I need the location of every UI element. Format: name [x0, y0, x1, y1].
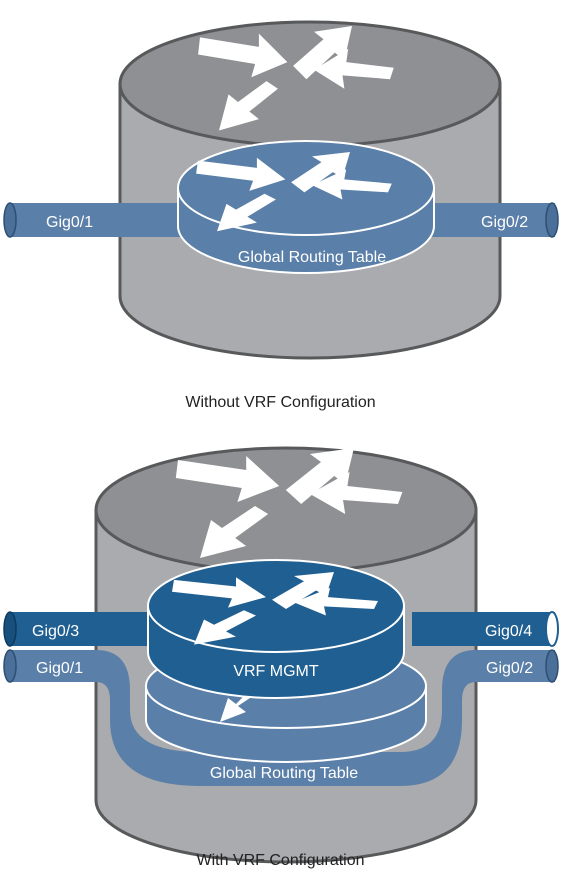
global-routing-table: Global Routing Table: [177, 140, 435, 274]
interface-label: Gig0/1: [36, 660, 83, 677]
router-without-vrf: Gig0/1 Gig0/2 Global Routing Table: [3, 20, 559, 360]
interface-gig0-4[interactable]: Gig0/4: [412, 611, 559, 647]
interface-gig0-3[interactable]: Gig0/3: [3, 611, 158, 647]
interface-gig0-1-bottom[interactable]: Gig0/1: [3, 649, 555, 786]
interface-gig0-2-bottom: Gig0/2: [486, 649, 559, 683]
router-top: [118, 20, 502, 148]
interface-label: Gig0/3: [32, 623, 79, 640]
interface-label: Gig0/2: [481, 214, 528, 231]
interface-gig0-2-top[interactable]: Gig0/2: [420, 202, 559, 238]
interface-label: Gig0/4: [485, 623, 532, 640]
routing-table-label: Global Routing Table: [238, 249, 386, 266]
vrf-label: VRF MGMT: [233, 663, 319, 680]
router-top: [94, 446, 478, 574]
caption-without-vrf: Without VRF Configuration: [185, 394, 376, 411]
router-with-vrf: Gig0/1 Gig0/2 Global Routing Table Gig0/…: [3, 446, 559, 864]
caption-with-vrf: With VRF Configuration: [196, 852, 365, 869]
interface-label: Gig0/1: [46, 214, 93, 231]
interface-label: Gig0/2: [486, 660, 533, 677]
vrf-mgmt-table: VRF MGMT: [147, 559, 405, 699]
interface-gig0-1-top[interactable]: Gig0/1: [3, 202, 198, 238]
routing-table-label: Global Routing Table: [210, 765, 358, 782]
